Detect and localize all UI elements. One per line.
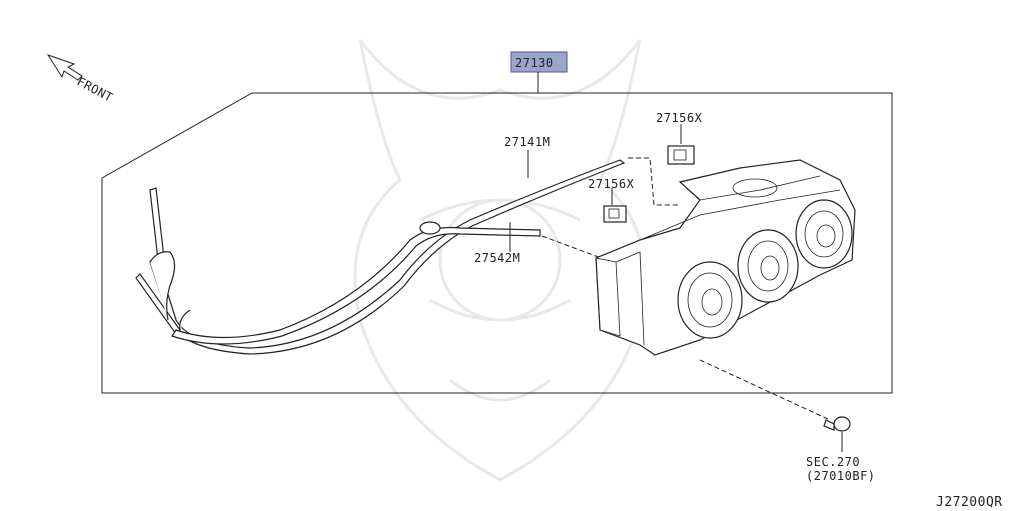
front-label: FRONT <box>75 74 116 104</box>
front-arrow-icon <box>46 54 83 81</box>
knob-1-icon <box>677 261 743 339</box>
assembly-frame <box>101 92 893 394</box>
screw-icon <box>823 416 851 432</box>
label-clip-top[interactable]: 27156X <box>656 111 703 125</box>
control-cables <box>135 159 626 355</box>
main-part-number: 27130 <box>515 56 554 70</box>
knob-3-icon <box>795 199 853 269</box>
label-cable-lower[interactable]: 27542M <box>474 251 520 265</box>
label-cable-upper[interactable]: 27141M <box>504 135 550 149</box>
knob-2-icon <box>737 229 799 303</box>
diagram-code: J27200QR <box>936 495 1003 510</box>
label-clip-mid[interactable]: 27156X <box>588 177 635 191</box>
clip-mid-icon <box>603 205 627 223</box>
heater-control-unit <box>595 159 856 356</box>
main-part-callout[interactable]: 27130 <box>510 51 568 73</box>
sec-ref-line1[interactable]: SEC.270 <box>806 455 860 469</box>
sec-ref-line2[interactable]: (27010BF) <box>806 469 876 483</box>
clip-top-icon <box>667 145 695 165</box>
